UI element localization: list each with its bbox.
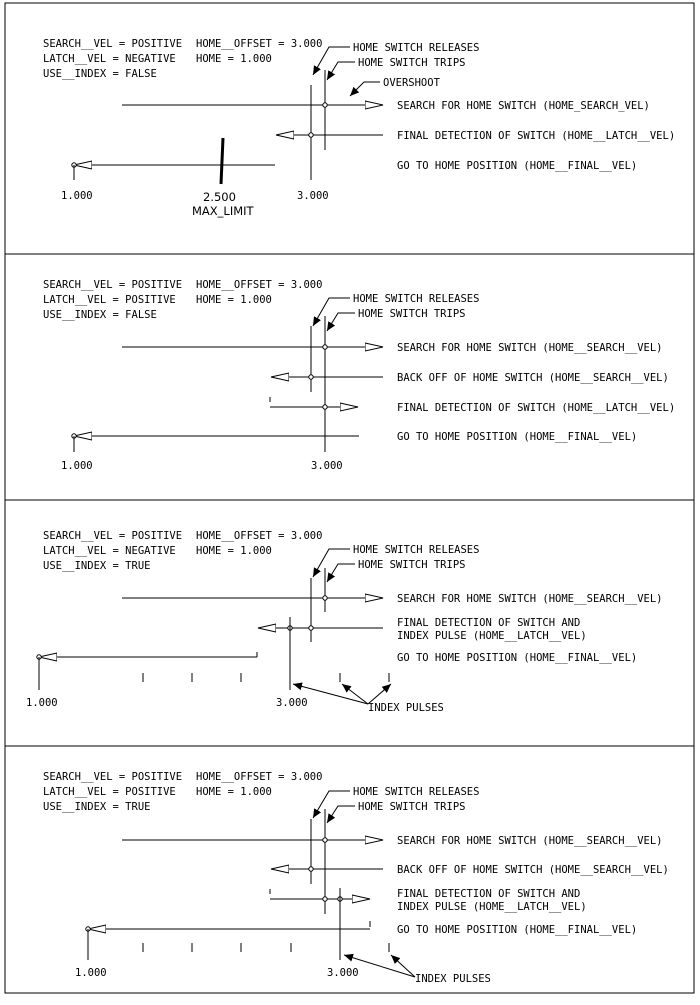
move-final-label: GO TO HOME POSITION (HOME__FINAL__VEL)	[397, 160, 637, 172]
switch-latch-point	[322, 404, 328, 410]
index-leader-3	[367, 683, 392, 705]
callout-index-pulses: INDEX PULSES	[368, 702, 444, 714]
panel-4-border	[4, 745, 695, 994]
switch-trip-point	[322, 102, 328, 108]
move-search-label: SEARCH FOR HOME SWITCH (HOME__SEARCH__VE…	[397, 835, 663, 847]
max-limit-label: MAX_LIMIT	[192, 204, 255, 218]
trip-leader	[326, 312, 355, 332]
move-latch-label-1: FINAL DETECTION OF SWITCH AND	[397, 888, 580, 900]
index-leader-2	[341, 683, 369, 705]
release-leader	[312, 790, 350, 819]
param-home: HOME = 1.000	[196, 53, 272, 65]
param-home: HOME = 1.000	[196, 294, 272, 306]
move-final-label: GO TO HOME POSITION (HOME__FINAL__VEL)	[397, 652, 637, 664]
switch-trip-point	[322, 595, 328, 601]
param-search-vel: SEARCH__VEL = POSITIVE	[43, 279, 182, 291]
switch-latch-point	[322, 896, 328, 902]
trip-leader	[326, 805, 355, 824]
index-leader-2	[390, 954, 416, 978]
tick-home: 1.000	[61, 190, 93, 202]
move-latch-label-2: INDEX PULSE (HOME__LATCH__VEL)	[397, 630, 587, 642]
param-home-offset: HOME__OFFSET = 3.000	[196, 771, 322, 783]
param-latch-vel: LATCH__VEL = POSITIVE	[43, 786, 176, 798]
panel-3: SEARCH__VEL = POSITIVE LATCH__VEL = NEGA…	[4, 499, 695, 747]
tick-offset: 3.000	[311, 460, 343, 472]
switch-release-point	[308, 374, 314, 380]
move-latch-label-2: INDEX PULSE (HOME__LATCH__VEL)	[397, 901, 587, 913]
move-latch-label: FINAL DETECTION OF SWITCH (HOME__LATCH__…	[397, 130, 675, 142]
tick-home: 1.000	[61, 460, 93, 472]
panel-2: SEARCH__VEL = POSITIVE LATCH__VEL = POSI…	[4, 253, 695, 501]
release-leader	[312, 548, 350, 578]
param-latch-vel: LATCH__VEL = NEGATIVE	[43, 545, 176, 557]
move-search-label: SEARCH FOR HOME SWITCH (HOME__SEARCH__VE…	[397, 593, 663, 605]
param-latch-vel: LATCH__VEL = POSITIVE	[43, 294, 176, 306]
param-home-offset: HOME__OFFSET = 3.000	[196, 530, 322, 542]
param-use-index: USE__INDEX = FALSE	[43, 309, 157, 321]
tick-offset: 3.000	[276, 697, 308, 709]
move-final-label: GO TO HOME POSITION (HOME__FINAL__VEL)	[397, 924, 637, 936]
callout-switch-releases: HOME SWITCH RELEASES	[353, 786, 479, 798]
max-limit-mark	[219, 137, 225, 185]
callout-switch-releases: HOME SWITCH RELEASES	[353, 42, 479, 54]
release-leader	[312, 297, 350, 327]
param-search-vel: SEARCH__VEL = POSITIVE	[43, 530, 182, 542]
overshoot-leader	[349, 81, 380, 97]
param-latch-vel: LATCH__VEL = NEGATIVE	[43, 53, 176, 65]
switch-release-point	[308, 866, 314, 872]
tick-offset: 3.000	[297, 190, 329, 202]
param-use-index: USE__INDEX = TRUE	[43, 801, 150, 813]
move-backoff-label: BACK OFF OF HOME SWITCH (HOME__SEARCH__V…	[397, 864, 669, 876]
callout-index-pulses: INDEX PULSES	[415, 973, 491, 985]
release-leader	[312, 46, 350, 76]
switch-release-point	[308, 132, 314, 138]
index-leader-1	[292, 682, 369, 705]
tick-home: 1.000	[26, 697, 58, 709]
panel-4: SEARCH__VEL = POSITIVE LATCH__VEL = POSI…	[4, 745, 695, 994]
param-home-offset: HOME__OFFSET = 3.000	[196, 38, 322, 50]
param-home: HOME = 1.000	[196, 545, 272, 557]
callout-switch-trips: HOME SWITCH TRIPS	[358, 559, 465, 571]
move-search-label: SEARCH FOR HOME SWITCH (HOME__SEARCH__VE…	[397, 342, 663, 354]
move-search-label: SEARCH FOR HOME SWITCH (HOME_SEARCH_VEL)	[397, 100, 650, 112]
param-home: HOME = 1.000	[196, 786, 272, 798]
param-search-vel: SEARCH__VEL = POSITIVE	[43, 38, 182, 50]
switch-trip-point	[322, 344, 328, 350]
move-latch-label: FINAL DETECTION OF SWITCH (HOME__LATCH__…	[397, 402, 675, 414]
param-use-index: USE__INDEX = TRUE	[43, 560, 150, 572]
tick-offset: 3.000	[327, 967, 359, 979]
callout-switch-trips: HOME SWITCH TRIPS	[358, 57, 465, 69]
trip-leader	[326, 61, 355, 81]
callout-switch-trips: HOME SWITCH TRIPS	[358, 308, 465, 320]
param-search-vel: SEARCH__VEL = POSITIVE	[43, 771, 182, 783]
index-leader-1	[343, 953, 416, 978]
move-latch-label-1: FINAL DETECTION OF SWITCH AND	[397, 617, 580, 629]
callout-switch-trips: HOME SWITCH TRIPS	[358, 801, 465, 813]
callout-switch-releases: HOME SWITCH RELEASES	[353, 293, 479, 305]
switch-trip-point	[322, 837, 328, 843]
panel-1: SEARCH__VEL = POSITIVE LATCH__VEL = NEGA…	[4, 2, 695, 255]
tick-home: 1.000	[75, 967, 107, 979]
callout-overshoot: OVERSHOOT	[383, 77, 441, 89]
move-backoff-label: BACK OFF OF HOME SWITCH (HOME__SEARCH__V…	[397, 372, 669, 384]
switch-release-point	[308, 625, 314, 631]
move-final-label: GO TO HOME POSITION (HOME__FINAL__VEL)	[397, 431, 637, 443]
max-limit-value: 2.500	[203, 190, 236, 204]
trip-leader	[326, 563, 355, 583]
callout-switch-releases: HOME SWITCH RELEASES	[353, 544, 479, 556]
param-use-index: USE__INDEX = FALSE	[43, 68, 157, 80]
param-home-offset: HOME__OFFSET = 3.000	[196, 279, 322, 291]
